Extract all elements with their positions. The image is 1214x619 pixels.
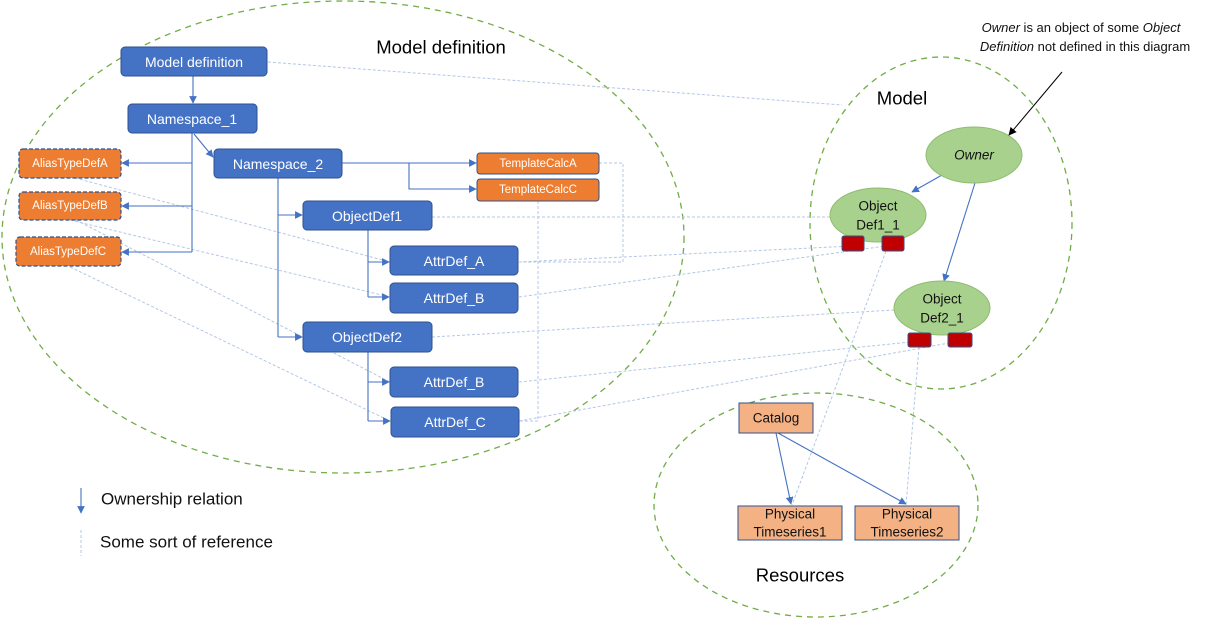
region-title-resources: Resources — [756, 565, 844, 586]
svg-text:Def2_1: Def2_1 — [920, 311, 964, 326]
own-ns1-ns2 — [193, 133, 214, 158]
svg-text:AttrDef_B: AttrDef_B — [424, 374, 485, 390]
svg-text:Catalog: Catalog — [753, 411, 800, 426]
svg-text:AttrDef_C: AttrDef_C — [424, 414, 485, 430]
own-owner-def1 — [911, 174, 943, 193]
node-template-calc-a[interactable]: TemplateCalcA — [476, 152, 600, 175]
svg-text:AliasTypeDefC: AliasTypeDefC — [30, 246, 106, 258]
annotation-line-2: Definition not defined in this diagram — [980, 39, 1190, 54]
svg-text:Def1_1: Def1_1 — [856, 218, 900, 233]
svg-text:AliasTypeDefA: AliasTypeDefA — [32, 158, 108, 170]
ref-aliasa-attrdefa — [74, 177, 391, 263]
ownership-lines — [121, 76, 976, 505]
attribute-port-def2-1-a[interactable] — [907, 332, 932, 348]
ref-objectdef2-instance — [431, 309, 895, 338]
attribute-port-def1-1-b[interactable] — [881, 235, 905, 252]
svg-text:TemplateCalcA: TemplateCalcA — [499, 158, 577, 170]
node-attr-def-a[interactable]: AttrDef_A — [389, 245, 519, 276]
svg-text:AliasTypeDefB: AliasTypeDefB — [32, 200, 108, 212]
node-namespace-1[interactable]: Namespace_1 — [127, 103, 258, 134]
node-model-definition[interactable]: Model definition — [120, 46, 268, 77]
own-owner-def2 — [942, 182, 976, 282]
svg-text:Timeseries2: Timeseries2 — [870, 525, 943, 540]
svg-text:Object: Object — [858, 199, 897, 214]
legend-ownership-label: Ownership relation — [101, 490, 243, 509]
region-model — [809, 56, 1073, 390]
svg-text:Model definition: Model definition — [145, 54, 243, 70]
svg-text:AttrDef_A: AttrDef_A — [424, 253, 485, 269]
node-object-def2-1[interactable]: Object Def2_1 — [893, 280, 991, 336]
own-catalog-ts1 — [775, 432, 794, 505]
region-resources — [653, 392, 979, 618]
annotation-line-1: Owner is an object of some Object — [982, 20, 1182, 35]
svg-text:Namespace_2: Namespace_2 — [233, 156, 323, 172]
svg-text:Namespace_1: Namespace_1 — [147, 111, 237, 127]
owner-annotation: Owner is an object of some Object Defini… — [980, 20, 1190, 136]
own-ns2-templatec — [408, 163, 477, 193]
node-attr-def-b[interactable]: AttrDef_B — [389, 282, 519, 314]
svg-text:ObjectDef1: ObjectDef1 — [332, 208, 402, 224]
node-object-def-1[interactable]: ObjectDef1 — [302, 200, 433, 231]
reference-lines — [69, 61, 961, 506]
svg-text:Physical: Physical — [765, 507, 815, 522]
node-template-calc-c[interactable]: TemplateCalcC — [476, 178, 600, 202]
node-object-def1-1[interactable]: Object Def1_1 — [829, 187, 927, 243]
svg-text:Owner: Owner — [954, 148, 994, 163]
node-namespace-2[interactable]: Namespace_2 — [213, 148, 343, 179]
own-catalog-ts2 — [777, 432, 907, 505]
node-alias-type-def-b[interactable]: AliasTypeDefB — [18, 191, 122, 221]
node-alias-type-def-a[interactable]: AliasTypeDefA — [18, 148, 122, 179]
attribute-port-def2-1-b[interactable] — [947, 332, 973, 348]
svg-text:Physical: Physical — [882, 507, 932, 522]
svg-text:ObjectDef2: ObjectDef2 — [332, 329, 402, 345]
annotation-arrow — [1008, 71, 1063, 136]
ref-port-timeseries1 — [791, 250, 887, 506]
node-attr-def-c[interactable]: AttrDef_C — [390, 406, 520, 438]
ref-attrdefa-port — [518, 245, 854, 263]
svg-text:Object: Object — [922, 292, 961, 307]
ref-attrdefb2-port — [518, 340, 921, 383]
node-physical-timeseries-1[interactable]: Physical Timeseries1 — [737, 505, 843, 541]
node-physical-timeseries-2[interactable]: Physical Timeseries2 — [854, 505, 960, 541]
node-alias-type-def-c[interactable]: AliasTypeDefC — [15, 236, 122, 267]
ref-attrdefb-port — [518, 244, 894, 298]
node-object-def-2[interactable]: ObjectDef2 — [302, 321, 433, 353]
node-attr-def-b-2[interactable]: AttrDef_B — [389, 366, 519, 398]
region-title-model: Model — [877, 88, 927, 109]
svg-text:TemplateCalcC: TemplateCalcC — [499, 184, 577, 196]
ref-modeldef-model — [267, 61, 843, 106]
attribute-port-def1-1-a[interactable] — [841, 235, 865, 252]
ref-port-timeseries2 — [905, 346, 920, 506]
region-model-definition — [1, 0, 685, 474]
ref-aliasb-attrdefb2 — [75, 219, 391, 383]
svg-text:AttrDef_B: AttrDef_B — [424, 290, 485, 306]
legend-reference-label: Some sort of reference — [100, 533, 273, 552]
node-owner[interactable]: Owner — [925, 126, 1023, 184]
ref-templatecalca-attrdefa — [519, 162, 624, 263]
legend: Ownership relation Some sort of referenc… — [77, 488, 273, 556]
node-catalog[interactable]: Catalog — [738, 402, 814, 434]
svg-text:Timeseries1: Timeseries1 — [753, 525, 826, 540]
region-title-model-definition: Model definition — [376, 37, 506, 58]
ref-templatecalcc-attrdefc — [519, 201, 539, 422]
ref-aliasc-attrdefc — [69, 266, 391, 422]
